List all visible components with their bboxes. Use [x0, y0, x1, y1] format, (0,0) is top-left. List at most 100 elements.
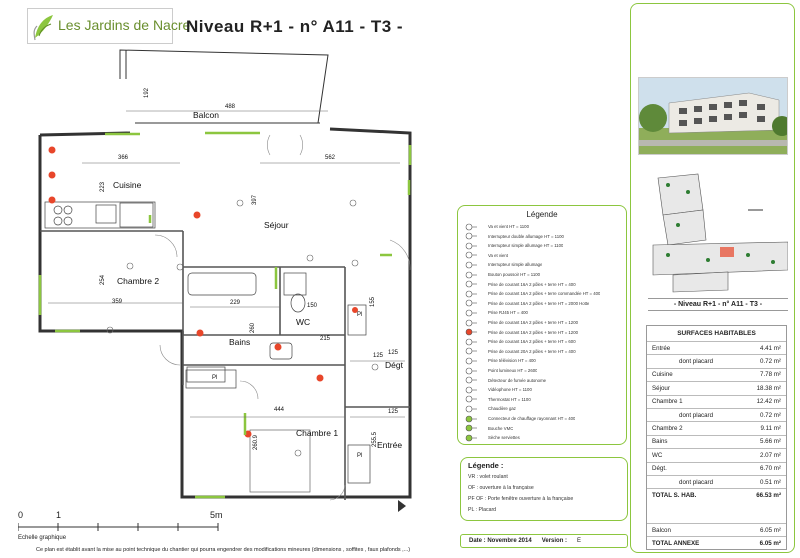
dimension-lines [48, 110, 405, 418]
legend-item-label: Thermostat HT = 1100 [488, 396, 531, 402]
surface-label: Chambre 1 [652, 398, 683, 406]
surface-row: TOTAL S. HAB.66.53 m² [647, 488, 786, 501]
legend-item: Prise de courant 16A 2 pôles + terre HT … [464, 280, 622, 289]
surface-value: 0.72 m² [760, 411, 781, 419]
version-label: Version : [541, 538, 568, 544]
room-bains: Bains [229, 337, 251, 347]
push-button-icon [464, 271, 488, 279]
legend-item: Va et vient [464, 251, 622, 260]
electrical-outlets [48, 146, 358, 438]
room-entree: Entrée [377, 440, 403, 450]
surface-label: TOTAL ANNEXE [652, 539, 700, 547]
dim-260-9: 260.9 [253, 434, 259, 450]
legend-item-label: Sèche serviettes [488, 435, 520, 441]
balcony-outline [119, 49, 329, 124]
version-value: E [577, 538, 582, 544]
dim-192: 192 [144, 87, 150, 98]
legend-item-label: Prise de courant 16A 2 pôles + terre HT … [488, 329, 578, 335]
legend-item: Va et vient HT = 1100 [464, 222, 622, 231]
surface-row: Chambre 2 9.11 m² [647, 421, 786, 434]
door-arcs [154, 134, 411, 501]
double-switch-icon [464, 232, 488, 240]
scale-five: 5m [210, 510, 223, 520]
footnote: Ce plan est établit avant la mise au poi… [36, 547, 411, 553]
right-outer-frame [630, 3, 795, 553]
surface-value: 6.05 m² [760, 526, 781, 534]
dim-125a: 125 [388, 350, 399, 356]
building-render-image [639, 78, 787, 154]
surface-label: dont placard [679, 357, 714, 365]
scale-label: Echelle graphique [18, 535, 67, 541]
abbreviation-item: VR : volet roulant [468, 474, 508, 480]
legend-item-label: Bouton poussoir HT = 1100 [488, 272, 541, 277]
logo-text: Les Jardins de Nacre [58, 17, 191, 33]
socket-icon [464, 299, 488, 307]
surfaces-title: SURFACES HABITABLES [677, 330, 756, 337]
dim-125b: 125 [373, 353, 384, 359]
legend-item-label: Prise de courant 20A 2 pôles + terre HT … [488, 348, 576, 354]
legend-item-label: Détecteur de fumée autonome [488, 377, 547, 383]
dim-444: 444 [274, 407, 285, 413]
abbreviation-title: Légende : [468, 461, 504, 470]
legend-item: Prise de courant 16A 2 pôles + terre HT … [464, 299, 622, 308]
abbreviation-item: OF : ouverture à la française [468, 485, 534, 491]
surface-label: Chambre 2 [652, 424, 683, 432]
room-balcon: Balcon [193, 110, 219, 120]
legend-title: Légende [526, 210, 558, 219]
legend-item: Prise de courant 16A 2 pôles + terre HT … [464, 337, 622, 346]
legend-item-label: Prise de courant 16A 2 pôles + terre HT … [488, 320, 578, 325]
dim-150: 150 [307, 303, 318, 309]
outlet-symbols [106, 199, 379, 457]
light-point-icon [464, 367, 488, 375]
legend-item: Prise RJ45 HT = 400 [464, 308, 622, 317]
surface-label: Dégt. [652, 465, 667, 473]
legend-item-label: Chaudière gaz [488, 406, 516, 412]
surface-value: 9.11 m² [760, 424, 781, 432]
legend-item-label: Interrupteur double allumage HT = 1100 [488, 233, 564, 239]
legend-item: Prise de courant 16A 2 pôles + terre HT … [464, 328, 622, 337]
room-chambre1: Chambre 1 [296, 428, 339, 438]
legend-item: Connecteur de chauffage rayonnant HT = 4… [464, 414, 622, 423]
rj45-icon [464, 309, 488, 317]
dim-125c: 125 [388, 409, 399, 415]
key-plan [648, 170, 789, 295]
legend-item: Thermostat HT = 1100 [464, 395, 622, 404]
entry-arrow-icon [398, 500, 406, 512]
closet-label: Pl [357, 312, 363, 318]
surface-label: Bains [652, 438, 668, 446]
dim-397: 397 [252, 194, 258, 205]
abbreviation-item: PF OF : Porte fenêtre ouverture à la fra… [468, 496, 574, 502]
legend-item: Bouche VMC [464, 424, 622, 433]
surface-label: Entrée [652, 344, 671, 352]
vmc-icon [464, 424, 488, 432]
surface-label: Cuisine [652, 371, 673, 379]
legend-item: Interrupteur double allumage HT = 1100 [464, 232, 622, 241]
legend-item-label: Point lumineux HT = 2600 [488, 368, 538, 373]
legend-item: Prise de courant 20A 2 pôles + terre HT … [464, 347, 622, 356]
legend-item: Prise télévision HT = 400 [464, 356, 622, 365]
surface-label: Séjour [652, 384, 670, 392]
surface-value: 2.07 m² [760, 451, 781, 459]
tv-socket-icon [464, 357, 488, 365]
date-label: Date : Novembre 2014 [469, 538, 532, 544]
legend-item-label: Prise de courant 16A 2 pôles + terre com… [488, 291, 601, 297]
legend-item-label: Vidéophone HT = 1100 [488, 387, 532, 393]
surface-label: Balcon [652, 526, 671, 534]
leaf-logo-icon [33, 15, 53, 41]
dim-229: 229 [230, 300, 241, 306]
level-line: - Niveau R+1 - n° A11 - T3 - [648, 298, 788, 311]
socket-icon [464, 347, 488, 355]
legend-item-label: Prise télévision HT = 400 [488, 358, 536, 364]
surface-value: 6.70 m² [760, 465, 781, 473]
page-title: Niveau R+1 - n° A11 - T3 - [186, 17, 404, 36]
abbreviation-item: PL : Placard [468, 507, 497, 513]
socket-icon [464, 338, 488, 346]
surface-value: 66.53 m² [756, 491, 781, 499]
surface-row: Balcon 6.05 m² [647, 523, 786, 536]
room-wc: WC [296, 317, 311, 327]
